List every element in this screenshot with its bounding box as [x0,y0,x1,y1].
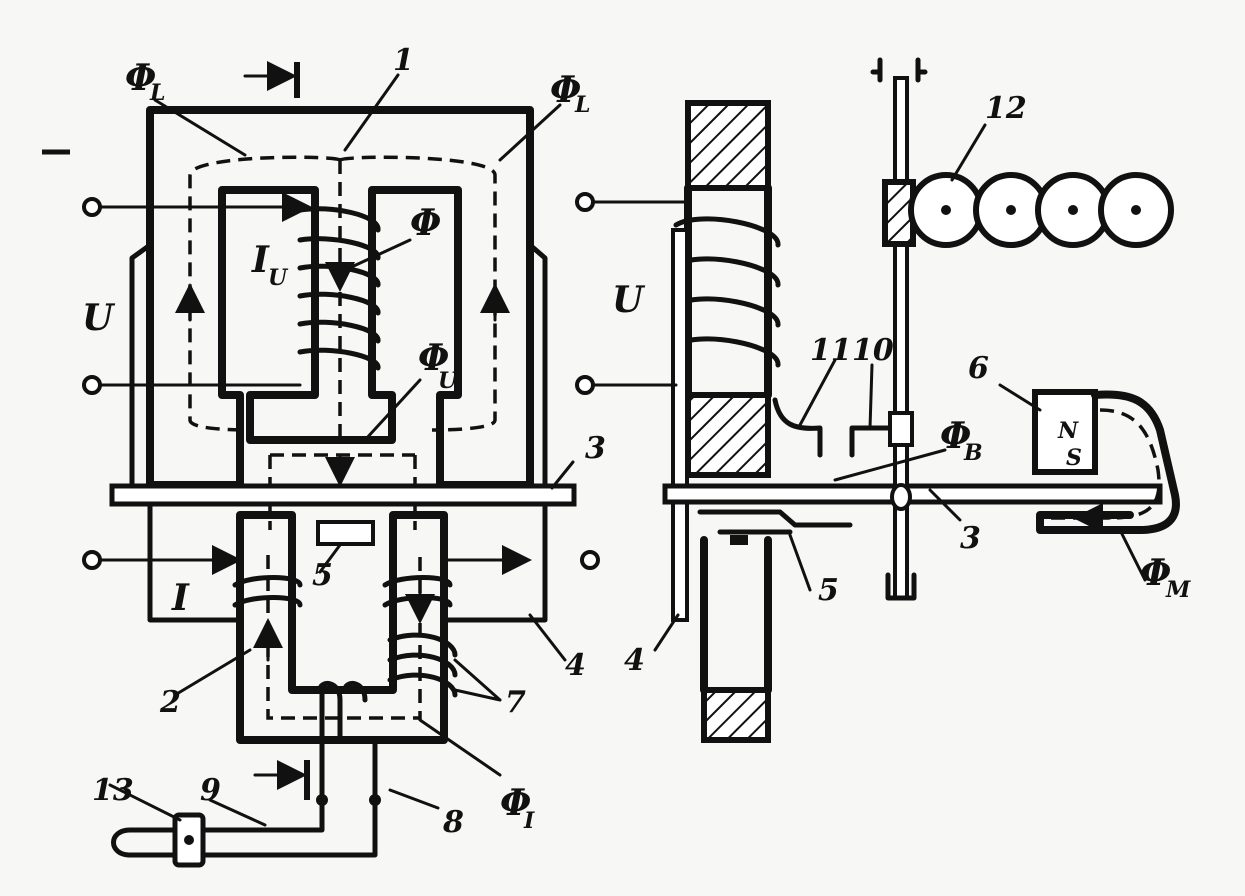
disk-edge-right [662,483,1163,505]
label-4-right: 4 [624,643,645,678]
symbol-phi-L-left-sub: L [149,80,165,106]
brake-plate-right [697,509,853,535]
brake-plate-left [316,520,375,546]
voltage-magnet-core [129,106,548,530]
label-1: 1 [393,43,414,78]
label-3-left: 3 [585,431,606,466]
current-terminals [82,545,600,575]
bottom-adjust-circuit [111,687,381,868]
spindle [870,57,928,601]
symbol-I-U: I [251,239,270,281]
label-8: 8 [442,805,464,840]
label-9: 9 [200,773,221,808]
counter-drums [908,172,1174,248]
current-coil [232,575,453,608]
symbol-phi-L-left: Φ [125,57,156,99]
label-5-left: 5 [312,558,333,593]
symbol-phi-U-sub: U [438,368,459,394]
symbol-U-left: U [82,297,116,339]
leader-lines [108,73,1147,827]
magnet-N: N [1057,418,1079,444]
symbol-phi-I-sub: I [523,808,535,834]
symbol-phi-U: Φ [418,337,449,379]
voltage-terminals-right [575,192,692,395]
label-2: 2 [159,685,181,720]
symbol-phi-L-right-sub: L [574,92,590,118]
label-10: 10 [852,333,894,368]
symbol-phi-M: Φ [1140,552,1171,594]
label-4-left: 4 [565,648,586,683]
adjust-marker-top [243,61,300,98]
symbol-phi-I: Φ [500,782,531,824]
symbol-U-right: U [612,279,646,321]
voltage-terminals-left [82,192,312,395]
symbol-phi: Φ [410,202,441,244]
diagram-labels: 1 2 3 3 4 4 5 5 6 7 8 9 10 11 12 13 Φ L … [82,43,1191,840]
permanent-magnet [1032,389,1180,534]
voltage-coil [297,206,381,371]
label-3-right: 3 [960,521,981,556]
lower-loop-winding [317,681,368,743]
symbol-phi-B: Φ [940,415,971,457]
disk-edge-left [109,483,577,507]
label-11: 11 [810,333,852,368]
label-12: 12 [985,91,1027,126]
label-6: 6 [968,351,989,386]
symbol-phi-M-sub: M [1165,577,1191,603]
symbol-I-U-sub: U [268,265,289,291]
side-view-core [671,100,898,743]
label-7: 7 [505,685,526,720]
magnet-S: S [1066,445,1082,471]
symbol-I: I [171,577,190,619]
symbol-phi-L-right: Φ [550,69,581,111]
label-5-right: 5 [818,573,839,608]
label-13: 13 [92,773,134,808]
symbol-phi-B-sub: B [963,440,983,466]
